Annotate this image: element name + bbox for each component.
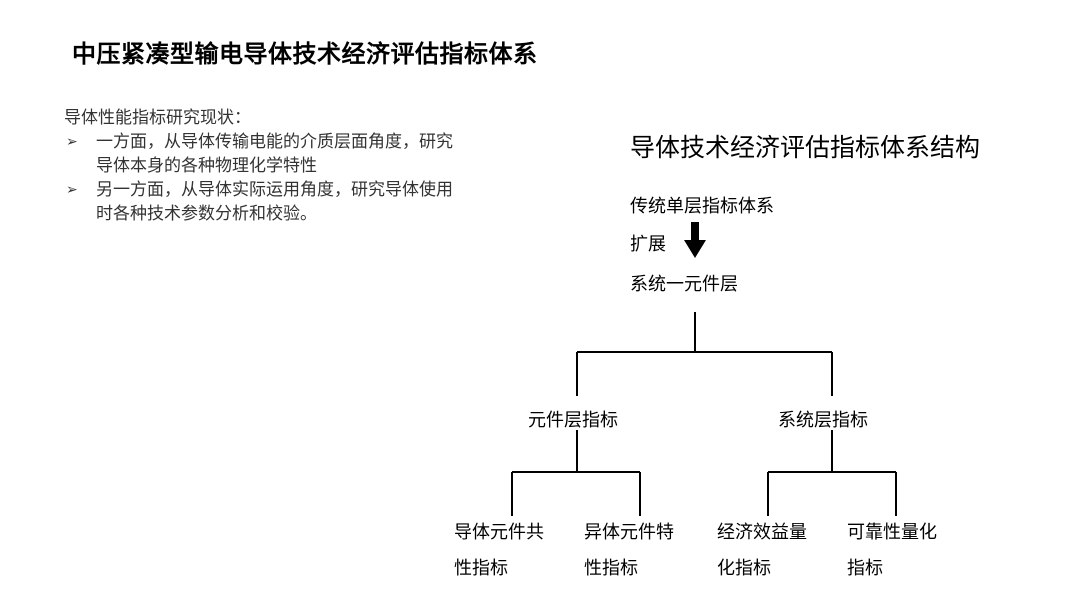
status-heading: 导体性能指标研究现状：	[64, 108, 251, 128]
connector-lines	[511, 312, 897, 516]
down-arrow-icon	[684, 222, 706, 258]
status-bullet: ➢ 一方面，从导体传输电能的介质层面角度，研究 导体本身的各种物理化学特性	[64, 130, 534, 178]
page-title: 中压紧凑型输电导体技术经济评估指标体系	[72, 40, 538, 68]
bullet-line: 导体本身的各种物理化学特性	[96, 156, 317, 176]
component-layer-node: 元件层指标	[528, 410, 618, 431]
leaf-node: 经济效益量 化指标	[717, 522, 807, 579]
traditional-label: 传统单层指标体系	[630, 196, 774, 217]
arrow-bullet-icon: ➢	[66, 182, 78, 198]
bullet-line: 一方面，从导体传输电能的介质层面角度，研究	[96, 132, 453, 152]
research-status: 导体性能指标研究现状： ➢ 一方面，从导体传输电能的介质层面角度，研究 导体本身…	[64, 106, 534, 226]
status-bullet: ➢ 另一方面，从导体实际运用角度，研究导体使用 时各种技术参数分析和校验。	[64, 178, 534, 226]
bullet-line: 另一方面，从导体实际运用角度，研究导体使用	[96, 180, 453, 200]
leaf-node: 异体元件特 性指标	[584, 522, 674, 579]
system-component-label: 系统一元件层	[630, 274, 738, 295]
expand-label: 扩展	[630, 234, 666, 255]
system-layer-node: 系统层指标	[778, 410, 868, 431]
leaf-node: 导体元件共 性指标	[454, 522, 544, 579]
structure-title: 导体技术经济评估指标体系结构	[630, 133, 981, 162]
bullet-line: 时各种技术参数分析和校验。	[96, 204, 317, 224]
arrow-bullet-icon: ➢	[66, 134, 78, 150]
leaf-node: 可靠性量化 指标	[847, 522, 937, 579]
